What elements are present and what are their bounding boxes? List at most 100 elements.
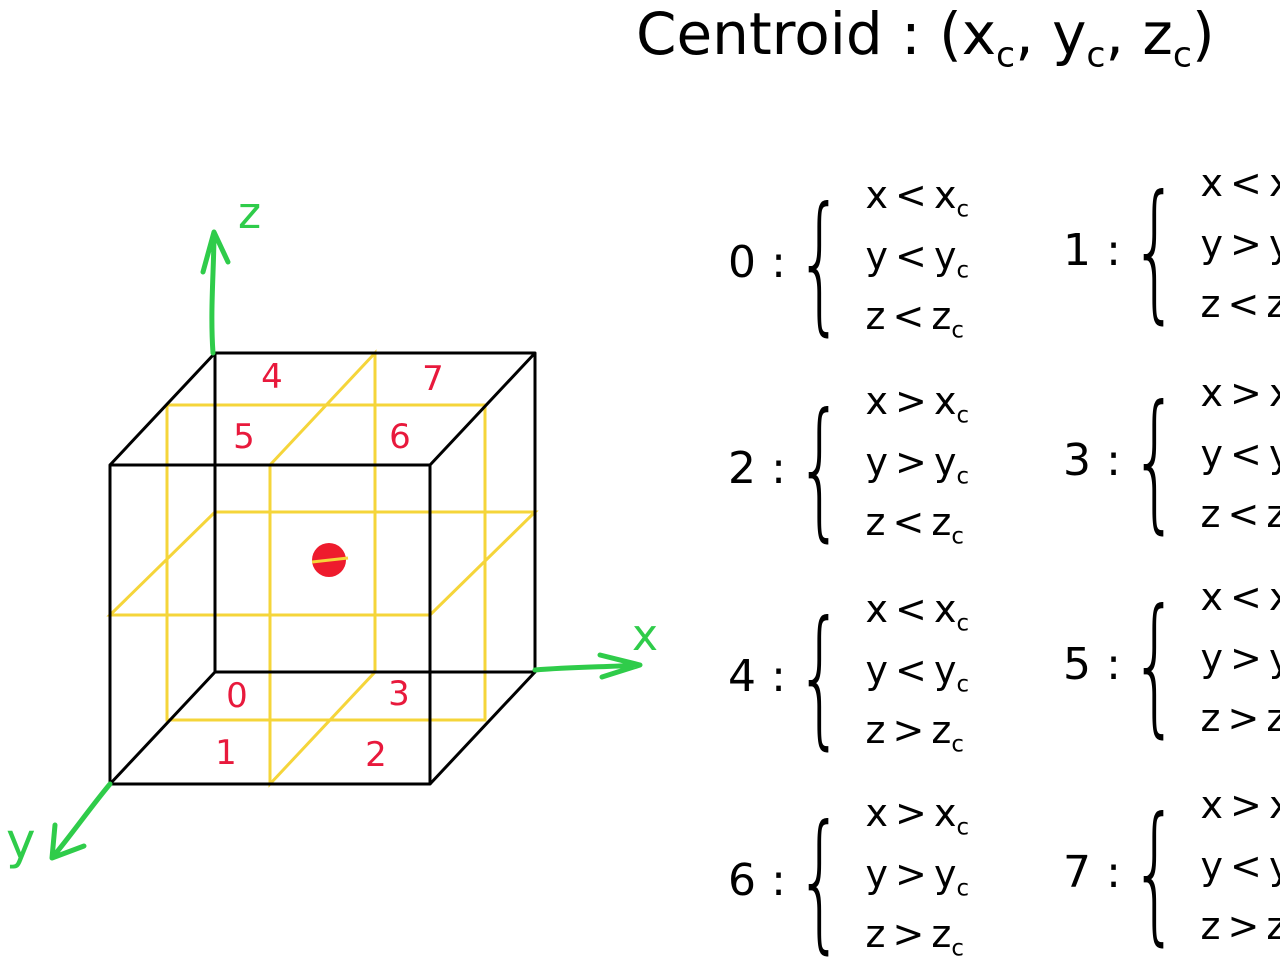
- condition-centroid: z: [1266, 492, 1280, 537]
- title-y-sub: c: [1086, 35, 1106, 76]
- condition-row: x>xc: [1200, 782, 1280, 843]
- title-prefix: Centroid : (: [636, 0, 962, 68]
- condition-operator: <: [1227, 492, 1260, 537]
- condition-centroid-sub: c: [956, 814, 969, 841]
- condition-centroid: x: [933, 791, 957, 835]
- octant-condition-rows: x<xcy>ycz<zc: [1200, 160, 1280, 342]
- condition-centroid-sub: c: [951, 731, 964, 758]
- condition-variable: y: [865, 439, 888, 484]
- condition-centroid-sub: c: [951, 935, 964, 962]
- cube-octant-labels: 4 7 5 6 0 3 1 2: [215, 357, 444, 775]
- octant-colon: :: [771, 237, 786, 289]
- z-axis-label: z: [238, 188, 261, 239]
- octant-colon: :: [1106, 639, 1121, 691]
- condition-row: y>yc: [865, 439, 969, 500]
- condition-variable: y: [865, 647, 888, 692]
- condition-operator: >: [892, 708, 925, 753]
- condition-row: y<yc: [865, 233, 969, 294]
- octant-number: 7: [1063, 847, 1091, 899]
- curly-brace: {: [796, 381, 844, 556]
- condition-operator: >: [1227, 904, 1260, 949]
- condition-row: x>xc: [1200, 370, 1280, 431]
- curly-brace: {: [1131, 373, 1179, 548]
- condition-variable: x: [865, 379, 888, 423]
- condition-centroid: z: [931, 500, 952, 545]
- title-x: x: [961, 0, 997, 68]
- octant-block-3: 3:{x>xcy<ycz<zc: [1035, 370, 1280, 552]
- condition-row: z<zc: [1200, 491, 1280, 552]
- condition-operator: >: [1230, 371, 1262, 415]
- curly-brace: {: [796, 175, 844, 350]
- condition-row: x<xc: [865, 172, 969, 233]
- cube-edge: [428, 351, 537, 467]
- y-axis-arrow: [49, 781, 113, 861]
- octant-number: 5: [1063, 639, 1091, 691]
- cube-edge: [108, 351, 217, 467]
- octant-colon: :: [1106, 225, 1121, 277]
- x-axis-label: x: [632, 610, 658, 661]
- condition-centroid-sub: c: [956, 671, 969, 698]
- octant-label-top: 6: [389, 417, 411, 457]
- title-sep-2: ,: [1105, 0, 1143, 68]
- condition-centroid: y: [933, 233, 957, 278]
- condition-variable: y: [865, 851, 888, 896]
- cube-edges: [108, 351, 537, 786]
- condition-variable: z: [865, 294, 886, 339]
- octant-block-5: 5:{x<xcy>ycz>zc: [1035, 574, 1280, 756]
- condition-centroid: y: [933, 647, 957, 692]
- condition-operator: >: [1230, 635, 1262, 680]
- condition-variable: y: [1200, 221, 1223, 266]
- octant-number: 2: [728, 443, 756, 495]
- condition-operator: <: [895, 587, 927, 631]
- octant-number: 0: [728, 237, 756, 289]
- condition-centroid-sub: c: [956, 610, 969, 637]
- condition-row: y<yc: [1200, 843, 1280, 904]
- condition-row: y>yc: [865, 851, 969, 912]
- condition-operator: >: [892, 912, 925, 957]
- condition-variable: x: [865, 791, 888, 835]
- title-x-sub: c: [996, 35, 1016, 76]
- axes: [49, 229, 643, 861]
- condition-centroid: z: [1266, 282, 1280, 327]
- centroid-title: Centroid : (xc, yc, zc): [636, 0, 1215, 76]
- condition-row: y<yc: [1200, 431, 1280, 492]
- condition-operator: >: [1227, 696, 1260, 741]
- condition-operator: <: [895, 233, 927, 278]
- condition-centroid: x: [1269, 783, 1280, 827]
- title-suffix: ): [1192, 0, 1215, 68]
- condition-operator: <: [1230, 575, 1262, 619]
- octant-label-bottom: 3: [388, 674, 410, 714]
- condition-centroid-sub: c: [956, 402, 969, 429]
- condition-centroid-sub: c: [956, 196, 969, 223]
- condition-row: x<xc: [1200, 574, 1280, 635]
- condition-centroid: x: [933, 173, 957, 217]
- condition-centroid: y: [1269, 844, 1280, 888]
- octant-condition-rows: x<xcy>ycz>zc: [1200, 574, 1280, 756]
- curly-brace: {: [1131, 163, 1179, 338]
- condition-variable: z: [865, 912, 886, 957]
- condition-row: z<zc: [865, 293, 969, 354]
- condition-operator: <: [1230, 431, 1262, 476]
- octant-condition-rows: x>xcy<ycz>zc: [1200, 782, 1280, 964]
- condition-operator: <: [1230, 843, 1262, 888]
- condition-row: z>zc: [865, 911, 969, 972]
- condition-variable: z: [865, 708, 886, 753]
- z-axis-arrow: [200, 229, 231, 356]
- y-axis-label: y: [6, 812, 36, 870]
- condition-operator: >: [1230, 783, 1262, 827]
- octant-colon: :: [771, 651, 786, 703]
- condition-variable: x: [865, 173, 888, 217]
- condition-operator: >: [895, 791, 927, 835]
- condition-variable: z: [1200, 282, 1221, 327]
- condition-centroid: z: [1266, 904, 1280, 949]
- condition-operator: <: [892, 294, 925, 339]
- condition-row: y<yc: [865, 647, 969, 708]
- condition-variable: x: [1200, 575, 1223, 619]
- condition-row: x>xc: [865, 378, 969, 439]
